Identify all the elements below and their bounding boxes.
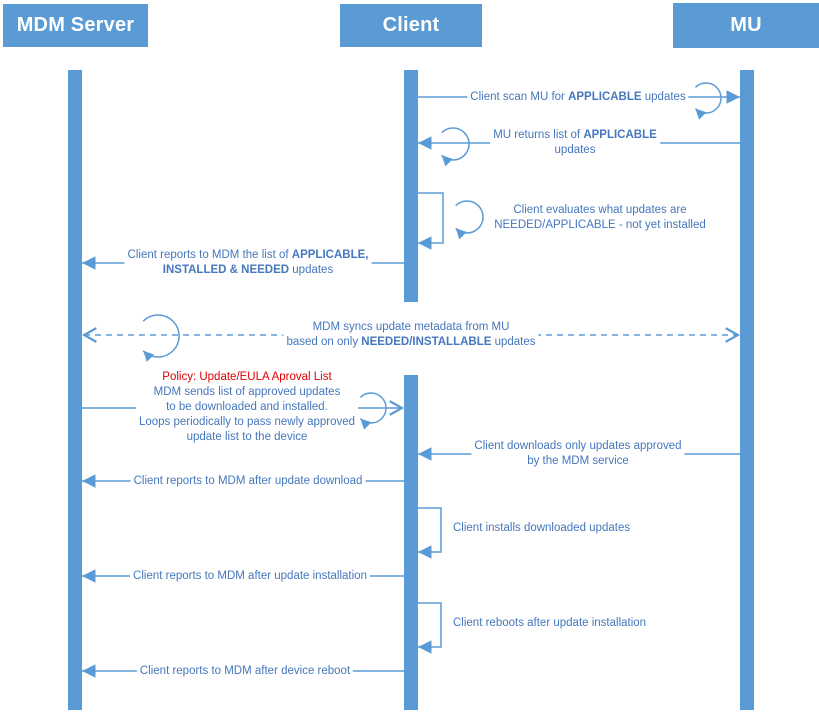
- label-install: Client installs downloaded updates: [450, 521, 633, 536]
- self-arrow-reboot: [418, 602, 442, 654]
- label-report-download-line1: Client reports to MDM after update downl…: [133, 475, 363, 487]
- label-report-download: Client reports to MDM after update downl…: [130, 474, 366, 489]
- actor-mu: MU: [673, 3, 819, 48]
- actor-mdm-server-label: MDM Server: [16, 14, 135, 36]
- label-returns-applicable: MU returns list of APPLICABLE updates: [490, 128, 660, 158]
- label-returns-line2: updates: [554, 144, 596, 156]
- label-policy-list: Policy: Update/EULA Aproval List MDM sen…: [135, 370, 359, 445]
- label-report-reboot: Client reports to MDM after device reboo…: [136, 664, 354, 679]
- label-mdm-sync-line2: based on only NEEDED/INSTALLABLE updates: [286, 336, 536, 348]
- actor-mdm-server: MDM Server: [3, 4, 148, 47]
- label-download-approved: Client downloads only updates approved b…: [471, 439, 685, 469]
- label-report-reboot-line1: Client reports to MDM after device reboo…: [139, 665, 351, 677]
- loop-icon-mdm-sync: [142, 314, 180, 362]
- self-arrow-install: [418, 507, 442, 559]
- label-reboot-line1: Client reboots after update installation: [453, 617, 647, 629]
- loop-icon-evaluates: [455, 200, 484, 240]
- label-policy-line2: to be downloaded and installed.: [166, 401, 328, 413]
- label-mdm-sync-line1: MDM syncs update metadata from MU: [312, 321, 510, 333]
- lifeline-mu: [740, 70, 754, 710]
- lifeline-client-upper: [404, 70, 418, 302]
- label-policy-line3: Loops periodically to pass newly approve…: [138, 416, 356, 428]
- self-arrow-evaluates: [418, 192, 444, 250]
- loop-icon-policy: [359, 392, 387, 430]
- label-returns-line1: MU returns list of APPLICABLE: [493, 129, 657, 141]
- label-report-lists-line1: Client reports to MDM the list of APPLIC…: [127, 249, 369, 261]
- label-scan: Client scan MU for APPLICABLE updates: [467, 90, 689, 105]
- actor-client: Client: [340, 4, 482, 47]
- label-policy-line1: MDM sends list of approved updates: [153, 386, 341, 398]
- policy-title: Policy: Update/EULA Aproval List: [162, 371, 332, 383]
- label-download-line2: by the MDM service: [527, 455, 629, 467]
- label-install-line1: Client installs downloaded updates: [453, 522, 631, 534]
- lifeline-client-lower: [404, 375, 418, 710]
- loop-icon-scan: [694, 82, 722, 120]
- label-report-install-line1: Client reports to MDM after update insta…: [133, 570, 367, 582]
- lifeline-mdm-server: [68, 70, 82, 710]
- label-evaluates-line1: Client evaluates what updates are: [513, 204, 687, 216]
- label-evaluates: Client evaluates what updates are NEEDED…: [491, 203, 709, 233]
- label-report-lists: Client reports to MDM the list of APPLIC…: [124, 248, 372, 278]
- actor-mu-label: MU: [730, 14, 762, 36]
- label-report-install: Client reports to MDM after update insta…: [130, 569, 370, 584]
- actor-client-label: Client: [382, 14, 440, 36]
- label-evaluates-line2: NEEDED/APPLICABLE - not yet installed: [494, 219, 706, 231]
- label-mdm-sync: MDM syncs update metadata from MU based …: [283, 320, 539, 350]
- label-download-line1: Client downloads only updates approved: [474, 440, 682, 452]
- label-report-lists-line2: INSTALLED & NEEDED updates: [162, 264, 334, 276]
- label-reboot: Client reboots after update installation: [450, 616, 649, 631]
- label-policy-line4: update list to the device: [186, 431, 308, 443]
- label-scan-line1: Client scan MU for APPLICABLE updates: [470, 91, 686, 103]
- loop-icon-returns: [441, 127, 470, 167]
